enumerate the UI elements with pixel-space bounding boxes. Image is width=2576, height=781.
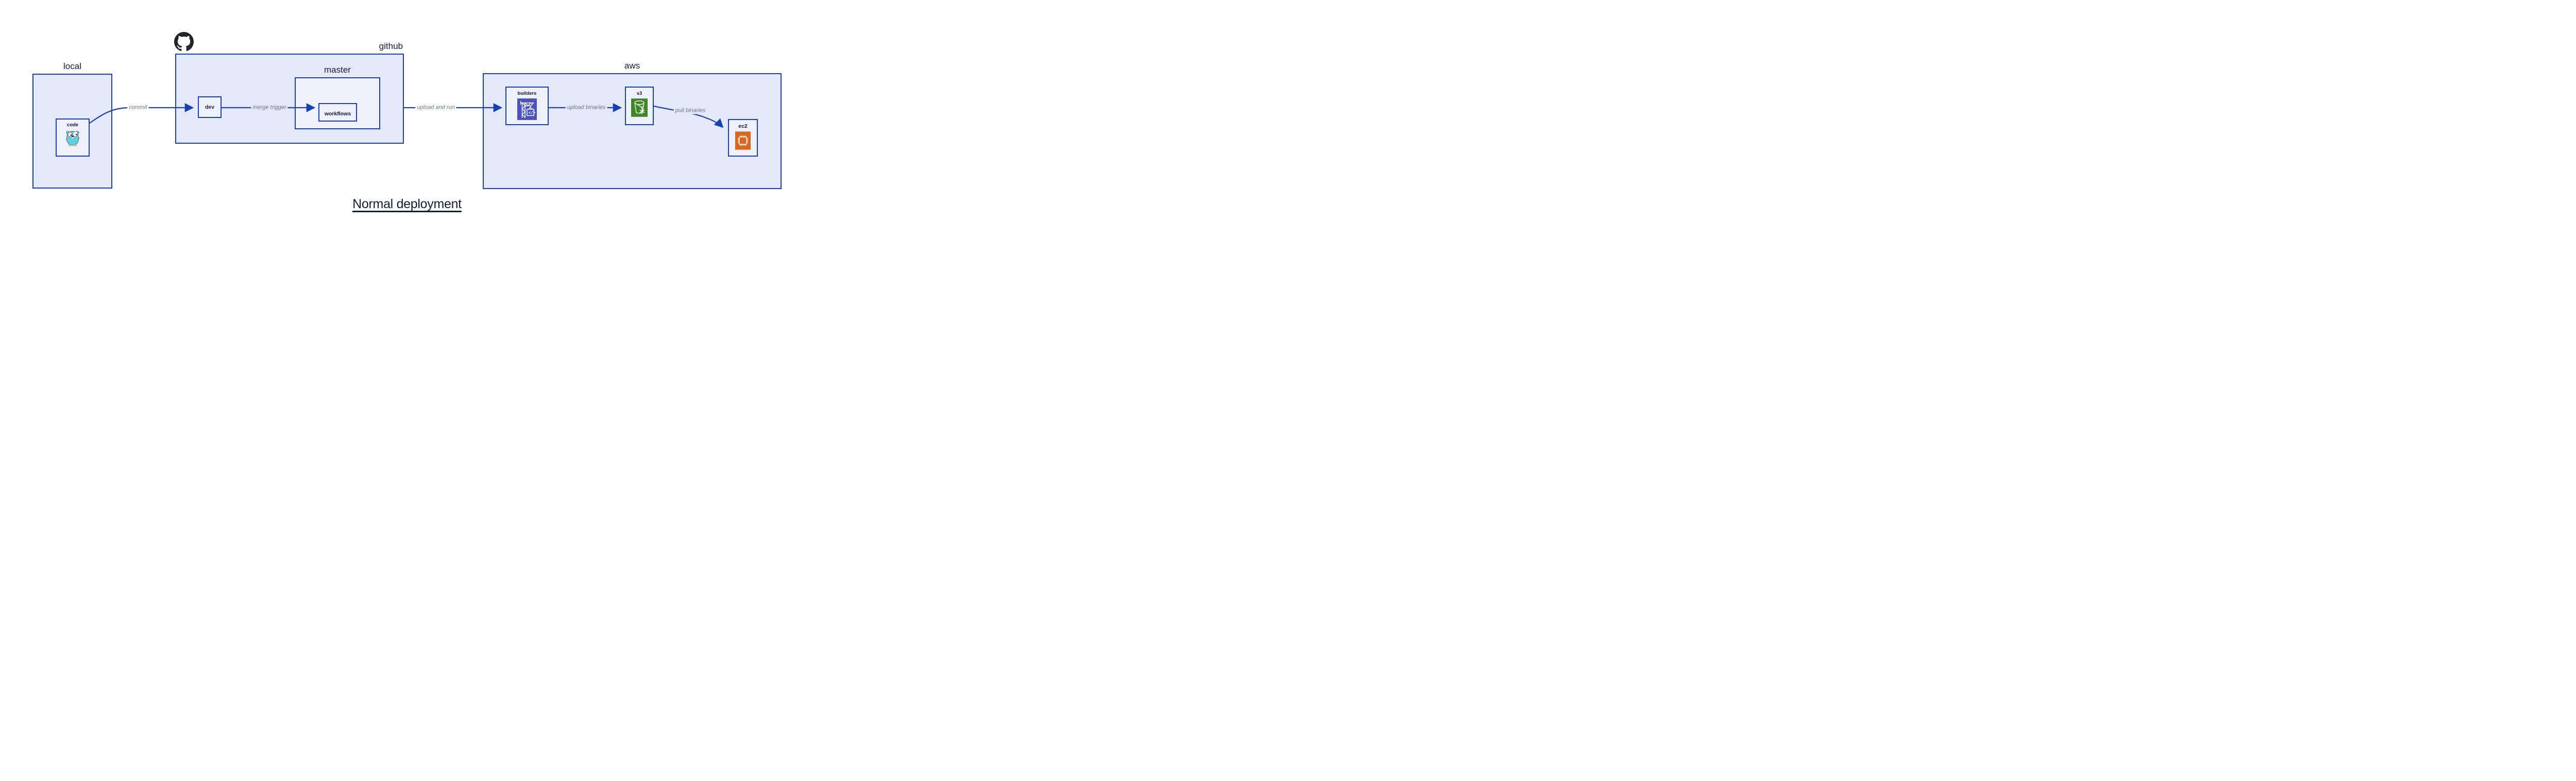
diagram-canvas: local github master aws code bbox=[0, 0, 814, 244]
node-s3: s3 bbox=[625, 87, 654, 125]
node-s3-label: s3 bbox=[636, 91, 642, 96]
node-builders: builders </> bbox=[505, 87, 549, 125]
edge-label-pull-binaries: pull binaries bbox=[673, 107, 707, 114]
node-ec2: ec2 bbox=[728, 119, 758, 157]
node-ec2-label: ec2 bbox=[738, 123, 748, 129]
node-dev-label: dev bbox=[205, 104, 215, 110]
node-dev: dev bbox=[198, 96, 222, 118]
node-workflows: workflows bbox=[318, 103, 357, 122]
github-octocat-icon bbox=[174, 32, 194, 52]
aws-s3-bucket-icon bbox=[631, 98, 648, 117]
edge-label-commit: commit bbox=[127, 104, 149, 111]
local-container-label: local bbox=[63, 61, 81, 71]
node-code: code bbox=[56, 118, 90, 157]
node-workflows-label: workflows bbox=[324, 110, 351, 117]
go-gopher-icon bbox=[65, 131, 80, 146]
edge-label-merge-trigger: merge trigger bbox=[251, 104, 288, 111]
aws-codebuild-icon: </> bbox=[517, 98, 537, 120]
edge-label-upload-and-run: upload and run bbox=[415, 104, 456, 111]
aws-container-label: aws bbox=[624, 61, 640, 71]
edge-label-upload-binaries: upload binaries bbox=[565, 104, 607, 111]
github-container-label: github bbox=[379, 41, 403, 51]
aws-ec2-chip-icon bbox=[735, 131, 751, 150]
diagram-title: Normal deployment bbox=[352, 197, 462, 211]
node-code-label: code bbox=[66, 122, 79, 128]
master-container-label: master bbox=[324, 65, 351, 75]
svg-text:</>: </> bbox=[529, 110, 536, 115]
node-builders-label: builders bbox=[517, 91, 537, 96]
